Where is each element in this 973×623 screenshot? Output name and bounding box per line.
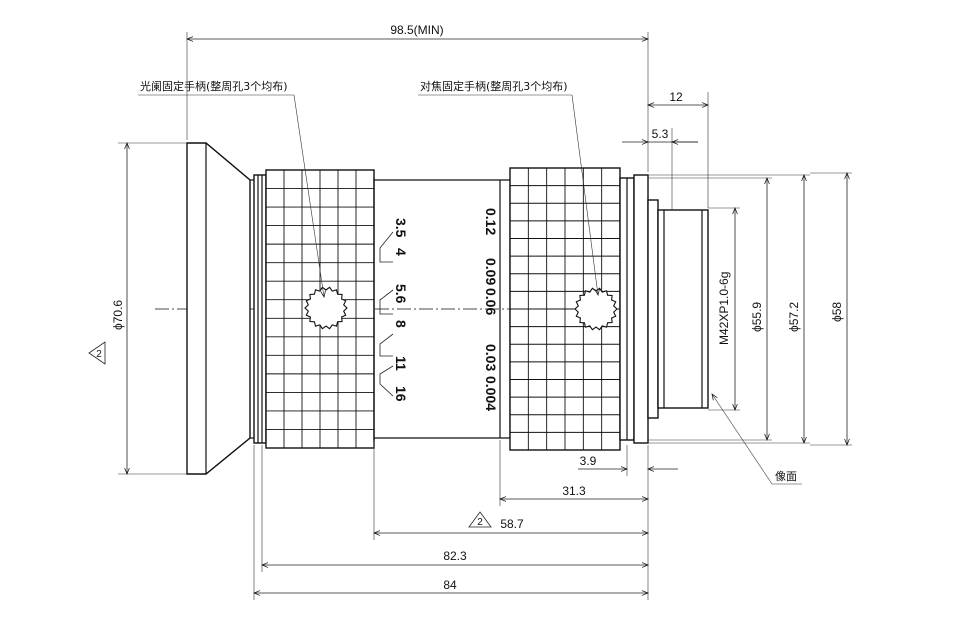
dim-dia-57.2: ϕ57.2 (648, 174, 810, 444)
aperture-scale: 3.5 4 5.6 8 11 16 (379, 218, 409, 402)
note-triangle-1 (468, 511, 492, 528)
svg-text:2: 2 (477, 517, 483, 528)
dim-98.5-text: 98.5(MIN) (390, 23, 443, 37)
dim-dia-55.9: ϕ55.9 (648, 177, 772, 441)
focus-0.03: 0.03 (483, 344, 499, 371)
dim-3.9: 3.9 (578, 445, 678, 476)
focus-handle-callout: 对焦固定手柄(整周孔3个均布) (418, 79, 600, 296)
dim-58.7: 2 58.7 (373, 442, 649, 540)
svg-text:12: 12 (669, 90, 683, 104)
dim-84: 84 (253, 445, 649, 600)
iris-handle-label: 光阑固定手柄(整周孔3个均布) (140, 79, 288, 93)
svg-text:84: 84 (443, 578, 457, 592)
aperture-4: 4 (393, 248, 409, 256)
lens-hood (186, 142, 258, 475)
dim-dia-70.6: ϕ70.6 2 (88, 142, 187, 475)
svg-text:ϕ58: ϕ58 (830, 302, 844, 322)
focus-0.12: 0.12 (483, 208, 499, 235)
svg-text:ϕ55.9: ϕ55.9 (750, 302, 764, 332)
dim-dia-58: ϕ58 (810, 172, 852, 446)
rear-mount (647, 199, 709, 419)
focus-scale: 0.12 0.09 0.06 0.03 0.004 (483, 208, 501, 412)
aperture-11: 11 (393, 356, 409, 371)
image-plane-callout: 像面 (711, 393, 802, 485)
aperture-8: 8 (393, 320, 409, 328)
iris-handle-callout: 光阑固定手柄(整周孔3个均布) (138, 79, 326, 298)
aperture-16: 16 (393, 386, 409, 402)
focus-0.004: 0.004 (483, 376, 499, 411)
focus-handle-knob (574, 287, 618, 331)
focus-0.06: 0.06 (483, 288, 499, 315)
svg-text:58.7: 58.7 (500, 517, 524, 531)
dim-5.3: 5.3 (622, 127, 698, 210)
dim-82.3: 82.3 (261, 445, 649, 572)
iris-handle-knob (304, 286, 348, 330)
svg-text:82.3: 82.3 (443, 549, 467, 563)
aperture-3.5: 3.5 (393, 218, 409, 238)
dim-total-min: 98.5(MIN) (186, 23, 649, 172)
svg-text:M42XP1.0-6g: M42XP1.0-6g (717, 272, 731, 345)
svg-text:31.3: 31.3 (562, 484, 586, 498)
dim-thread: M42XP1.0-6g (708, 207, 740, 411)
svg-text:5.3: 5.3 (652, 127, 669, 141)
image-plane-label: 像面 (775, 470, 797, 483)
svg-text:3.9: 3.9 (580, 454, 597, 468)
note-triangle-2 (88, 341, 106, 365)
focus-0.09: 0.09 (483, 258, 499, 285)
svg-text:2: 2 (96, 349, 102, 360)
focus-handle-label: 对焦固定手柄(整周孔3个均布) (420, 79, 568, 93)
dim-31.3: 31.3 (499, 440, 649, 600)
svg-text:ϕ57.2: ϕ57.2 (787, 302, 801, 332)
dim-12: 12 (647, 90, 709, 208)
svg-text:ϕ70.6: ϕ70.6 (111, 300, 125, 330)
aperture-5.6: 5.6 (393, 284, 409, 304)
